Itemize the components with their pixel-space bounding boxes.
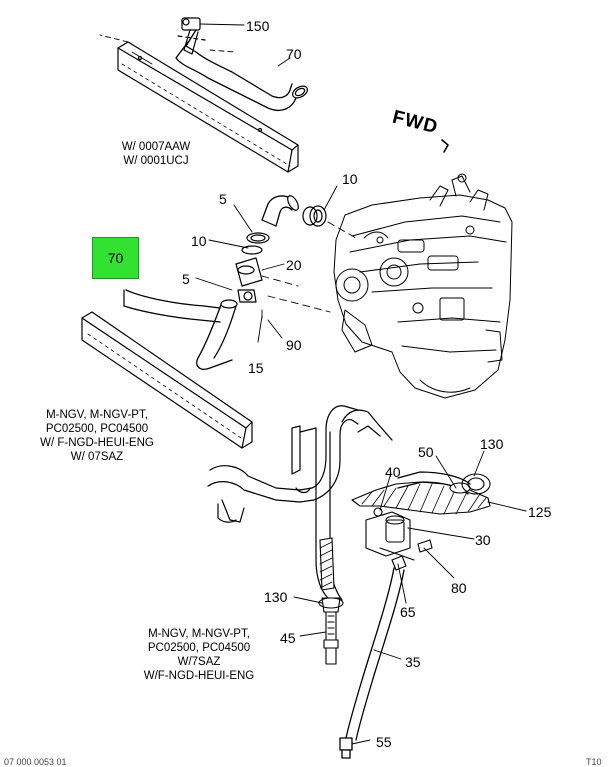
note-top-line-2: W/ 0001UCJ xyxy=(123,155,189,167)
note-top-line-1: W/ 0007AAW xyxy=(121,141,191,153)
footer-sheet-ref: T10 xyxy=(586,757,602,767)
note-top: W/ 0007AAW W/ 0001UCJ xyxy=(96,140,216,168)
engine-block xyxy=(333,173,513,399)
callout-90[interactable]: 90 xyxy=(286,337,302,353)
bottom-hose-35 xyxy=(339,567,405,759)
middle-upper-hose xyxy=(261,195,299,227)
callout-70-top[interactable]: 70 xyxy=(286,46,302,62)
top-bracket-rail xyxy=(117,41,299,173)
callout-5-upper[interactable]: 5 xyxy=(219,191,227,207)
highlighted-callout-70[interactable]: 70 xyxy=(92,237,139,279)
callout-65[interactable]: 65 xyxy=(400,604,416,620)
callout-20[interactable]: 20 xyxy=(286,257,302,273)
middle-leaders xyxy=(195,185,357,343)
callout-45[interactable]: 45 xyxy=(280,630,296,646)
top-leaders xyxy=(99,23,291,67)
callout-30[interactable]: 30 xyxy=(475,532,491,548)
callout-35[interactable]: 35 xyxy=(405,654,421,670)
bottom-fitting-45 xyxy=(318,597,344,665)
note-bottom-line-2: PC02500, PC04500 xyxy=(147,642,251,654)
callout-150[interactable]: 150 xyxy=(246,18,270,34)
note-middle-line-4: W/ 07SAZ xyxy=(70,451,124,463)
note-bottom: M-NGV, M-NGV-PT, PC02500, PC04500 W/7SAZ… xyxy=(124,627,274,683)
middle-clamps xyxy=(235,205,327,303)
callout-50[interactable]: 50 xyxy=(418,444,434,460)
note-middle: M-NGV, M-NGV-PT, PC02500, PC04500 W/ F-N… xyxy=(22,408,172,464)
note-bottom-line-4: W/F-NGD-HEUI-ENG xyxy=(143,670,255,682)
bottom-leaders xyxy=(293,450,527,745)
callout-15[interactable]: 15 xyxy=(248,360,264,376)
callout-70-highlighted: 70 xyxy=(107,250,124,266)
callout-80[interactable]: 80 xyxy=(451,580,467,596)
top-coolant-hose xyxy=(175,29,308,112)
callout-10-lower[interactable]: 10 xyxy=(191,233,207,249)
footer-drawing-number: 07 000 0053 01 xyxy=(4,757,67,767)
note-middle-line-2: PC02500, PC04500 xyxy=(45,423,149,435)
callout-40[interactable]: 40 xyxy=(385,464,401,480)
callout-10-upper[interactable]: 10 xyxy=(342,171,358,187)
callout-55[interactable]: 55 xyxy=(376,734,392,750)
bottom-fitting-block xyxy=(365,471,491,571)
forward-arrow-icon xyxy=(441,139,449,153)
note-bottom-line-3: W/7SAZ xyxy=(177,656,221,668)
bottom-tubes xyxy=(207,405,393,601)
note-bottom-line-1: M-NGV, M-NGV-PT, xyxy=(148,628,250,640)
callout-5-lower[interactable]: 5 xyxy=(182,271,190,287)
callout-130-lower[interactable]: 130 xyxy=(264,589,288,605)
middle-bracket-rail xyxy=(81,289,253,449)
note-middle-line-1: M-NGV, M-NGV-PT, xyxy=(46,409,148,421)
callout-125[interactable]: 125 xyxy=(528,504,552,520)
note-middle-line-3: W/ F-NGD-HEUI-ENG xyxy=(40,437,154,449)
middle-lower-hose xyxy=(196,299,238,370)
callout-130-upper[interactable]: 130 xyxy=(480,436,504,452)
